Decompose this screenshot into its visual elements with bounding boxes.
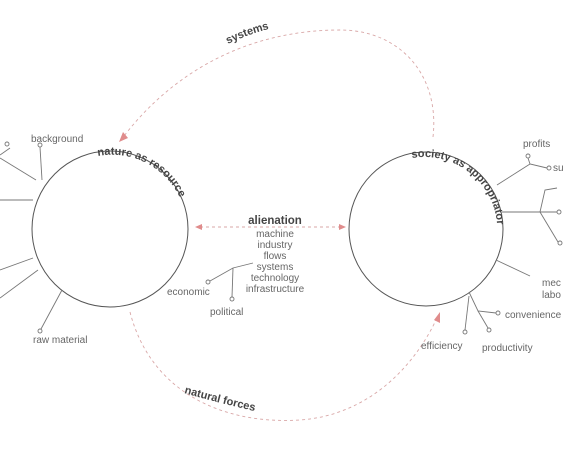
productivity-label: productivity <box>482 343 533 354</box>
alienation-arrowhead-right <box>339 224 346 230</box>
right-middle-branch <box>502 187 563 246</box>
mechanical-labor-branch <box>495 259 531 277</box>
natural-forces-flow-arrow <box>129 311 438 421</box>
systems-flow-arrow <box>123 29 435 138</box>
society-as-appropriator-label: society as appropriator <box>411 148 507 226</box>
economic-label: economic <box>167 287 210 298</box>
labor-label: labo <box>542 290 561 301</box>
alienation-item-infrastructure: infrastructure <box>246 284 305 295</box>
political-label: political <box>210 307 243 318</box>
background-label: background <box>31 134 83 145</box>
left-outer-branches <box>0 141 39 299</box>
alienation-item-systems: systems <box>257 262 294 273</box>
alienation-item-flows: flows <box>264 251 287 262</box>
background-branch <box>37 142 43 181</box>
convenience-label: convenience <box>505 310 562 321</box>
alienation-title: alienation <box>248 215 302 227</box>
profits-branch <box>496 153 552 186</box>
raw-material-branch <box>37 289 63 334</box>
alienation-item-industry: industry <box>257 240 292 251</box>
profits-label: profits <box>523 139 550 150</box>
systems-arrowhead <box>119 132 128 142</box>
alienation-item-machine: machine <box>256 229 294 240</box>
surplus-label: surp <box>553 163 563 174</box>
systems-flow-text: systems <box>224 20 270 46</box>
nature-as-resource-text: nature as resource <box>97 146 188 199</box>
natural-forces-arrowhead <box>434 312 440 323</box>
mechanical-label: mec <box>542 278 561 289</box>
efficiency-label: efficiency <box>421 341 463 352</box>
society-as-appropriator-circle <box>348 151 504 307</box>
systems-flow-label: systems <box>224 20 270 46</box>
raw-material-label: raw material <box>33 335 87 346</box>
nature-as-resource-circle <box>31 150 189 308</box>
alienation-arrowhead-left <box>195 224 202 230</box>
society-as-appropriator-text: society as appropriator <box>411 148 507 226</box>
nature-as-resource-label: nature as resource <box>97 146 188 199</box>
alienation-item-technology: technology <box>251 273 299 284</box>
convenience-efficiency-productivity-branch <box>462 291 501 335</box>
economic-political-branch <box>205 262 254 302</box>
